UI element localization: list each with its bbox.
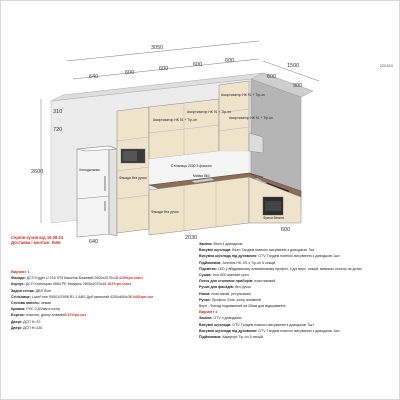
spec-row: Фасади: ДСП Egger U 216 ST9 Камілла Беже… (11, 276, 144, 281)
variant1-spec: Варіант 1 Фасади: ДСП Egger U 216 ST9 Ка… (11, 269, 199, 331)
left-wall-top (50, 72, 264, 102)
title-line-2: Доставка і монтаж: Київ (11, 240, 61, 246)
dim-top-seg-0: 640 (89, 74, 98, 80)
dim-left-top: 310 (53, 109, 62, 115)
callout-handles-a: Фасади без ручок (119, 176, 147, 180)
spec-row: Верх - Фасад подовжений на 20мм для відк… (199, 304, 286, 309)
spec-row: Висувні шухляди: GTV Тандем повного вису… (199, 322, 315, 327)
column-split (116, 166, 150, 172)
sink (190, 177, 216, 184)
dim-top-seg-4: 600 (225, 58, 234, 64)
dim-top-seg-2: 600 (159, 66, 168, 72)
tall-column (116, 106, 150, 234)
spec-row: Висувна шухляда під духовкою: GTV Тандем… (199, 328, 341, 333)
spec-row: Двері: ДСП Н=70 (11, 319, 41, 324)
spec-row: Підйомники: Aventos HK-XS з Tip-on 5 сек… (199, 260, 276, 265)
spec-row: Ніжки: пластикові, регульовані (199, 291, 251, 296)
spec-row: Заміни: GTV з доводжою (199, 316, 242, 321)
backsplash (148, 150, 250, 186)
variant2-heading: Варіант 2 (199, 309, 218, 315)
callout-lift-d: Амортизатор НК 91 + Тір-оп (229, 116, 273, 120)
spec-row: Корпус: ДСП Kronospan 0554 PE Мигдаль 28… (11, 282, 132, 287)
project-code: 220319 (379, 63, 393, 68)
fittings-spec: Заміни: Blum з доводжою Висувні шухляди:… (199, 241, 395, 340)
spec-row: Висувна шухляда під духовкою: GTV Тандем… (199, 254, 341, 259)
callout-lift-b: Амортизатор НК 91 + Тір-оп (187, 110, 231, 114)
callout-handles-b: Фасади без ручок (151, 210, 179, 214)
title-line-1: Серпів кухня від 19.08.24 (11, 235, 64, 240)
dim-right-total: 1500 (287, 63, 299, 69)
fridge-split (76, 195, 110, 200)
spec-row: Підсвітка: LED у вбудованому алюмінієвом… (199, 266, 362, 271)
spec-row: Двері: ДСП Н=130 (11, 325, 43, 330)
fridge (76, 145, 110, 238)
spec-row: Підйомники: Камфорт Tip-on 5 секцій (199, 335, 263, 340)
hood (248, 132, 264, 154)
dim-height-total: 2600 (31, 169, 43, 175)
callout-tabletop: Стільниця 2030 3 фаскою (171, 164, 212, 168)
column-split (116, 194, 150, 200)
spec-row: Сушка: Inox 600 standart кухн. (199, 273, 250, 278)
spec-row: Ручки для фасадів: без ручок (199, 285, 251, 290)
dim-top-total: 3050 (151, 45, 163, 51)
column-split (116, 136, 150, 142)
dim-bottom-width: 2030 (185, 235, 197, 241)
spec-row: Лоток для столових приборів: пластиковий (199, 279, 276, 284)
spec-row: Стільниця: LuxeForm S9001/S908 R1-1 ABS … (11, 294, 154, 299)
callout-tap: Мийка 860 (193, 174, 210, 178)
spec-row: Кромка: PVC 0,8/2мм в колір (11, 307, 60, 312)
callout-fridge: Холодильник (79, 168, 100, 172)
spec-row: Висувні шухляди: Blum Тандем повного вис… (199, 248, 316, 253)
callout-lift-c: Амортизатор НК 91 + Тір-оп (221, 93, 265, 97)
callout-lift-a: Амортизатор НК 91 + Тір-оп (153, 118, 197, 122)
dim-right-seg-0: 600 (267, 74, 276, 80)
fridge-side (108, 145, 118, 237)
callout-edge: Фрези Bimme (263, 216, 284, 220)
dim-left-mid: 720 (53, 127, 62, 133)
dim-right-seg-1: 900 (293, 83, 302, 89)
spec-row: Бортик: пластик, декор алюміній 870грн./… (11, 313, 87, 318)
spec-row: Задня стінка: ДВП біле (11, 288, 52, 293)
microwave-window (123, 151, 137, 161)
dim-top-seg-1: 600 (125, 70, 134, 76)
spec-row: Стінова панель: немає (11, 301, 52, 306)
dim-bottom-left: 640 (89, 239, 98, 245)
variant1-heading: Варіант 1 (11, 269, 30, 274)
title-block: Серпів кухня від 19.08.24 Доставка і мон… (11, 235, 63, 245)
spec-row: Заміни: Blum з доводжою (199, 242, 243, 246)
kitchen-3d-drawing: 3050 640 600 600 600 600 1500 600 900 26… (31, 40, 320, 245)
dim-right-bottom: 600 (281, 227, 290, 233)
spec-row: Ручки: Профіль Gola, колір алюміній (199, 297, 261, 302)
dim-top-seg-3: 600 (193, 62, 202, 68)
